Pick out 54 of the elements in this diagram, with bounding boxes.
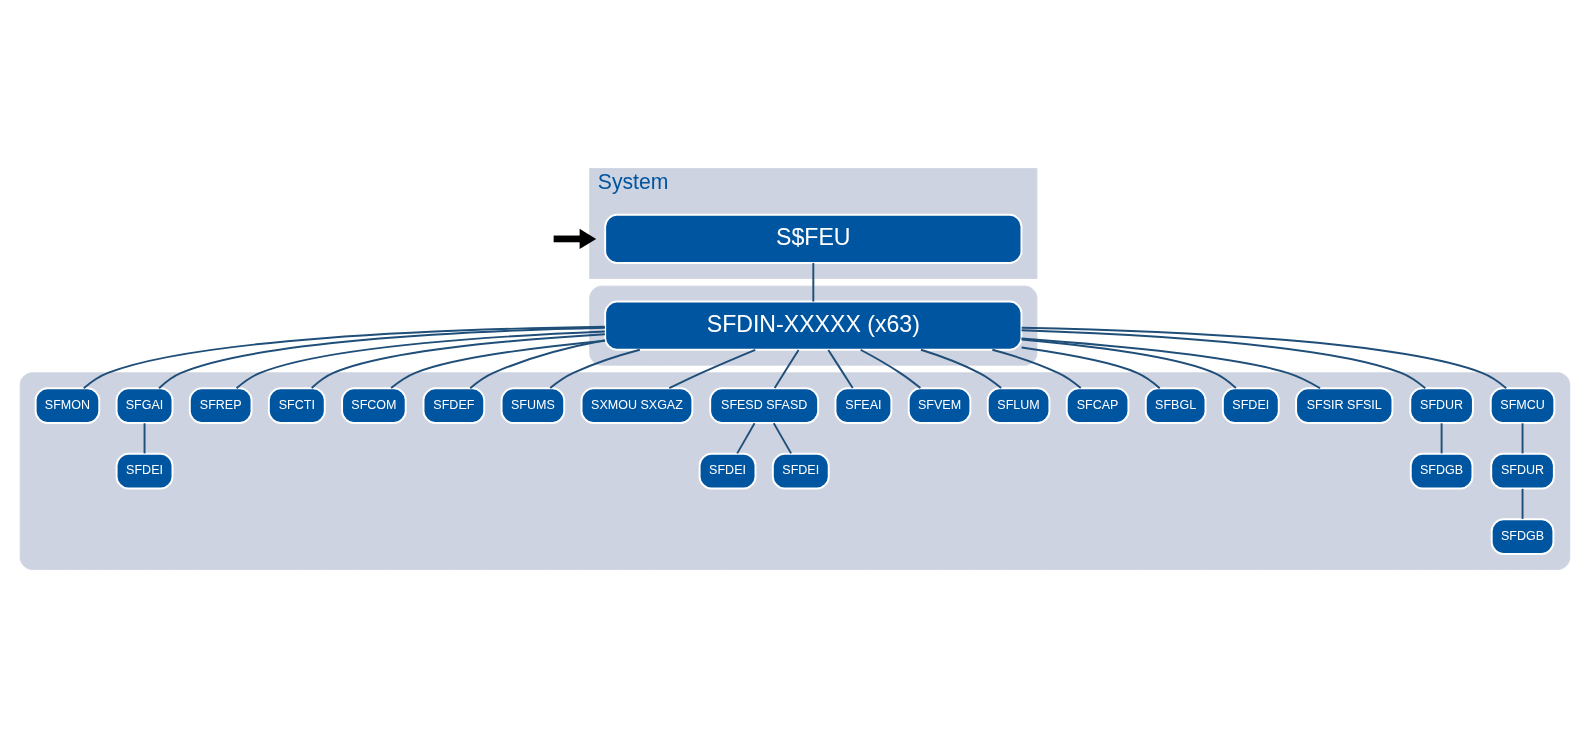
connector — [772, 421, 793, 454]
node-box: SFUMS — [500, 386, 566, 424]
node-box: SFDEF — [422, 386, 486, 424]
connector — [1020, 346, 1161, 389]
connector — [773, 348, 800, 389]
node-box: SFDUR — [1490, 452, 1555, 489]
node-box: SFDGB — [1409, 452, 1474, 489]
connector — [143, 421, 146, 454]
connector — [1440, 421, 1443, 454]
connector — [920, 348, 1003, 389]
connector — [1020, 337, 1237, 389]
node-box: SFDEI — [698, 452, 757, 489]
connector — [310, 332, 606, 389]
node-box: SFBGL — [1144, 386, 1207, 424]
node-box: SFDEI — [771, 452, 830, 489]
node-box: SFDEI — [1221, 386, 1280, 424]
connector — [469, 338, 606, 389]
connector — [82, 325, 606, 389]
connector — [1521, 487, 1524, 520]
node-box: SXMOU SXGAZ — [580, 386, 694, 424]
connector — [1020, 328, 1427, 389]
connector — [736, 421, 756, 454]
connector — [549, 348, 641, 389]
node-box: SFSIR SFSIL — [1295, 386, 1394, 424]
connector — [1020, 326, 1508, 389]
connector — [991, 348, 1082, 389]
node-box: SFDIN-XXXXX (x63) — [604, 300, 1023, 351]
connector — [668, 348, 757, 389]
node-box: SFVEM — [907, 386, 972, 424]
connector — [859, 348, 922, 389]
node-box: SFCTI — [267, 386, 326, 424]
node-box: SFEAI — [834, 386, 893, 424]
node-box: S$FEU — [604, 213, 1023, 264]
node-box: SFDGB — [1490, 517, 1555, 555]
cluster — [19, 371, 1571, 570]
connector — [235, 329, 606, 389]
connector — [158, 326, 606, 389]
node-box: SFREP — [188, 386, 253, 424]
node-box: SFMON — [34, 386, 101, 424]
node-box: SFLUM — [986, 386, 1051, 424]
connector — [827, 348, 854, 389]
node-box: SFMCU — [1489, 386, 1556, 424]
connector — [1521, 421, 1524, 454]
node-box: SFDEI — [115, 452, 174, 489]
cluster — [589, 285, 1038, 366]
connector — [812, 261, 815, 302]
connector — [1020, 337, 1322, 389]
node-box: SFESD SFASD — [709, 386, 820, 424]
node-box: SFGAI — [115, 386, 174, 424]
node-box: SFCOM — [341, 386, 407, 424]
arrow — [553, 228, 597, 249]
node-box: SFDUR — [1409, 386, 1474, 424]
node-box: SFCAP — [1065, 386, 1130, 424]
connector — [390, 339, 607, 389]
